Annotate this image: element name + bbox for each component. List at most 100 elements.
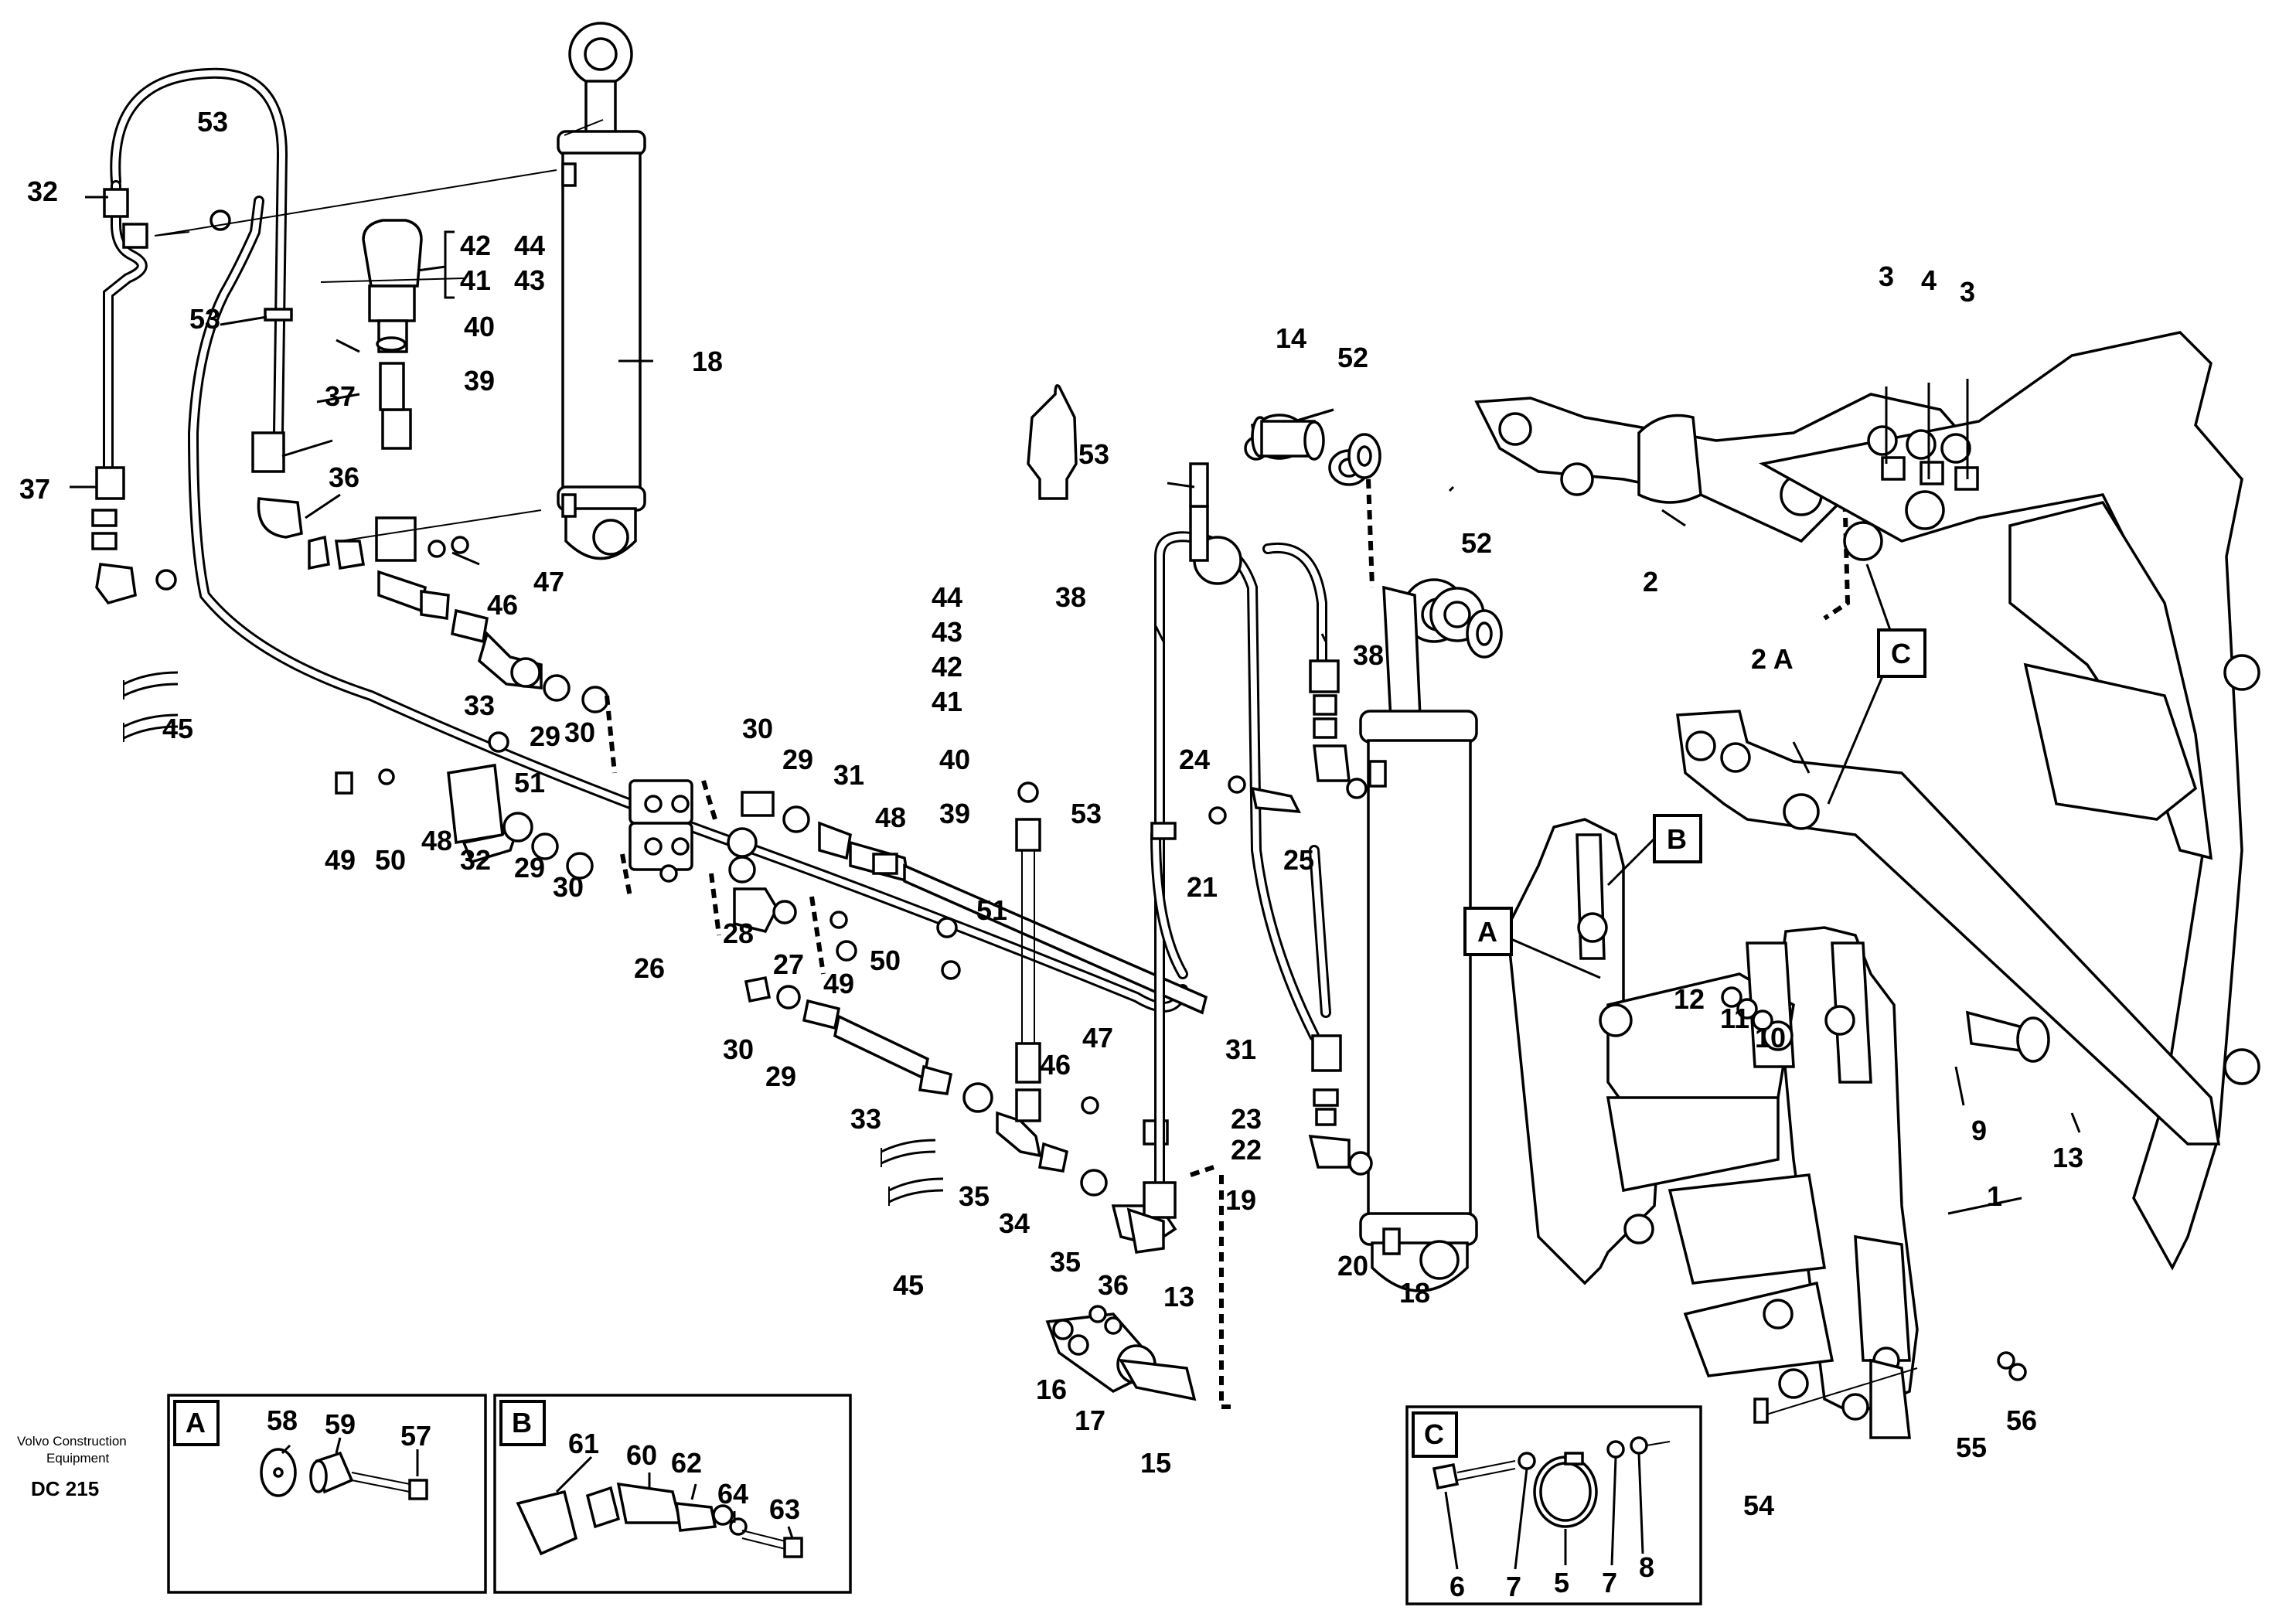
label-53: 53 [189, 303, 220, 335]
detail-inset-B: B 61 60 62 64 63 [493, 1394, 852, 1594]
label-20: 20 [1337, 1250, 1368, 1282]
label-17: 17 [1075, 1404, 1105, 1436]
label-35: 35 [1050, 1246, 1081, 1278]
label-33: 33 [850, 1103, 881, 1135]
label-39: 39 [464, 365, 495, 397]
label-44: 44 [514, 230, 545, 261]
label-43: 43 [932, 616, 962, 648]
label-16: 16 [1036, 1374, 1067, 1405]
label-61: 61 [568, 1428, 599, 1459]
label-51: 51 [976, 894, 1007, 926]
label-39: 39 [939, 798, 970, 829]
label-18: 18 [692, 346, 723, 377]
label-2: 2 [1643, 566, 1658, 598]
label-12: 12 [1674, 983, 1705, 1015]
label-55: 55 [1956, 1432, 1987, 1463]
label-57: 57 [400, 1420, 431, 1452]
tag-B: B [1667, 823, 1687, 855]
label-26: 26 [634, 952, 665, 984]
label-36: 36 [329, 461, 359, 493]
label-46: 46 [487, 589, 518, 621]
leader-lines [70, 119, 2081, 1215]
inset-A-letter: A [186, 1407, 206, 1438]
label-3: 3 [1960, 276, 1975, 308]
label-14: 14 [1276, 322, 1306, 354]
label-49: 49 [823, 968, 854, 999]
label-50: 50 [375, 844, 406, 876]
callout-labels: 53 32 42 44 41 43 53 40 18 37 39 37 36 4… [19, 106, 2083, 1521]
label-37: 37 [19, 473, 50, 505]
label-51: 51 [514, 767, 545, 798]
label-25: 25 [1283, 844, 1314, 876]
label-64: 64 [717, 1478, 748, 1510]
tube-assembly-left [123, 535, 609, 880]
label-53: 53 [197, 106, 228, 138]
label-9: 9 [1971, 1115, 1987, 1146]
label-50: 50 [870, 945, 901, 976]
label-8: 8 [1639, 1551, 1654, 1583]
label-24: 24 [1179, 744, 1210, 775]
label-5: 5 [1554, 1567, 1569, 1598]
label-31: 31 [833, 759, 864, 791]
label-27: 27 [773, 948, 804, 980]
hose-group-left [91, 67, 1188, 1013]
label-45: 45 [893, 1269, 924, 1301]
label-29: 29 [765, 1061, 796, 1092]
lift-cylinder-left [557, 22, 646, 560]
label-29: 29 [530, 720, 560, 752]
label-46: 46 [1040, 1049, 1071, 1081]
label-40: 40 [939, 744, 970, 775]
label-33: 33 [464, 689, 495, 721]
label-41: 41 [932, 686, 962, 717]
label-44: 44 [932, 581, 962, 613]
publisher-name: Volvo Construction [17, 1434, 127, 1449]
label-13: 13 [1163, 1281, 1194, 1312]
label-63: 63 [769, 1493, 800, 1525]
label-40: 40 [464, 311, 495, 342]
label-48: 48 [421, 825, 452, 856]
label-30: 30 [742, 713, 773, 744]
lift-cylinder-right [1359, 578, 1485, 1292]
label-13: 13 [2052, 1142, 2083, 1173]
bucket-boom-assembly [1474, 331, 2260, 1271]
label-28: 28 [723, 918, 754, 949]
label-6: 6 [1449, 1571, 1465, 1602]
label-38: 38 [1055, 581, 1086, 613]
inset-B-letter: B [512, 1407, 532, 1438]
label-60: 60 [626, 1439, 657, 1471]
label-59: 59 [325, 1408, 356, 1440]
label-62: 62 [671, 1447, 702, 1479]
label-30: 30 [553, 871, 584, 903]
label-42: 42 [932, 651, 962, 683]
label-18: 18 [1399, 1277, 1430, 1309]
label-19: 19 [1225, 1184, 1256, 1216]
label-21: 21 [1187, 871, 1218, 903]
label-36: 36 [1098, 1269, 1129, 1301]
label-31: 31 [1225, 1033, 1256, 1065]
label-30: 30 [723, 1033, 754, 1065]
label-53: 53 [1078, 438, 1109, 470]
tag-C: C [1891, 638, 1911, 669]
label-29: 29 [514, 852, 545, 883]
label-2A: 2 A [1751, 643, 1794, 675]
pin-14 [1251, 416, 1503, 659]
label-53: 53 [1071, 798, 1102, 829]
label-15: 15 [1140, 1447, 1171, 1479]
hose-group-right [1045, 408, 1373, 1401]
label-42: 42 [460, 230, 491, 261]
detail-inset-C: C 6 7 5 7 8 [1405, 1405, 1702, 1605]
label-48: 48 [875, 802, 906, 833]
label-47: 47 [1082, 1022, 1113, 1054]
label-56: 56 [2006, 1404, 2037, 1436]
detail-tags: A B C [1463, 563, 1926, 979]
label-41: 41 [460, 264, 491, 296]
label-47: 47 [533, 566, 564, 598]
distributor-block [605, 455, 1851, 1409]
label-22: 22 [1231, 1134, 1262, 1166]
label-3: 3 [1879, 260, 1894, 292]
label-37: 37 [325, 380, 356, 412]
label-34: 34 [999, 1207, 1030, 1239]
label-30: 30 [564, 717, 595, 748]
label-52: 52 [1337, 342, 1368, 373]
